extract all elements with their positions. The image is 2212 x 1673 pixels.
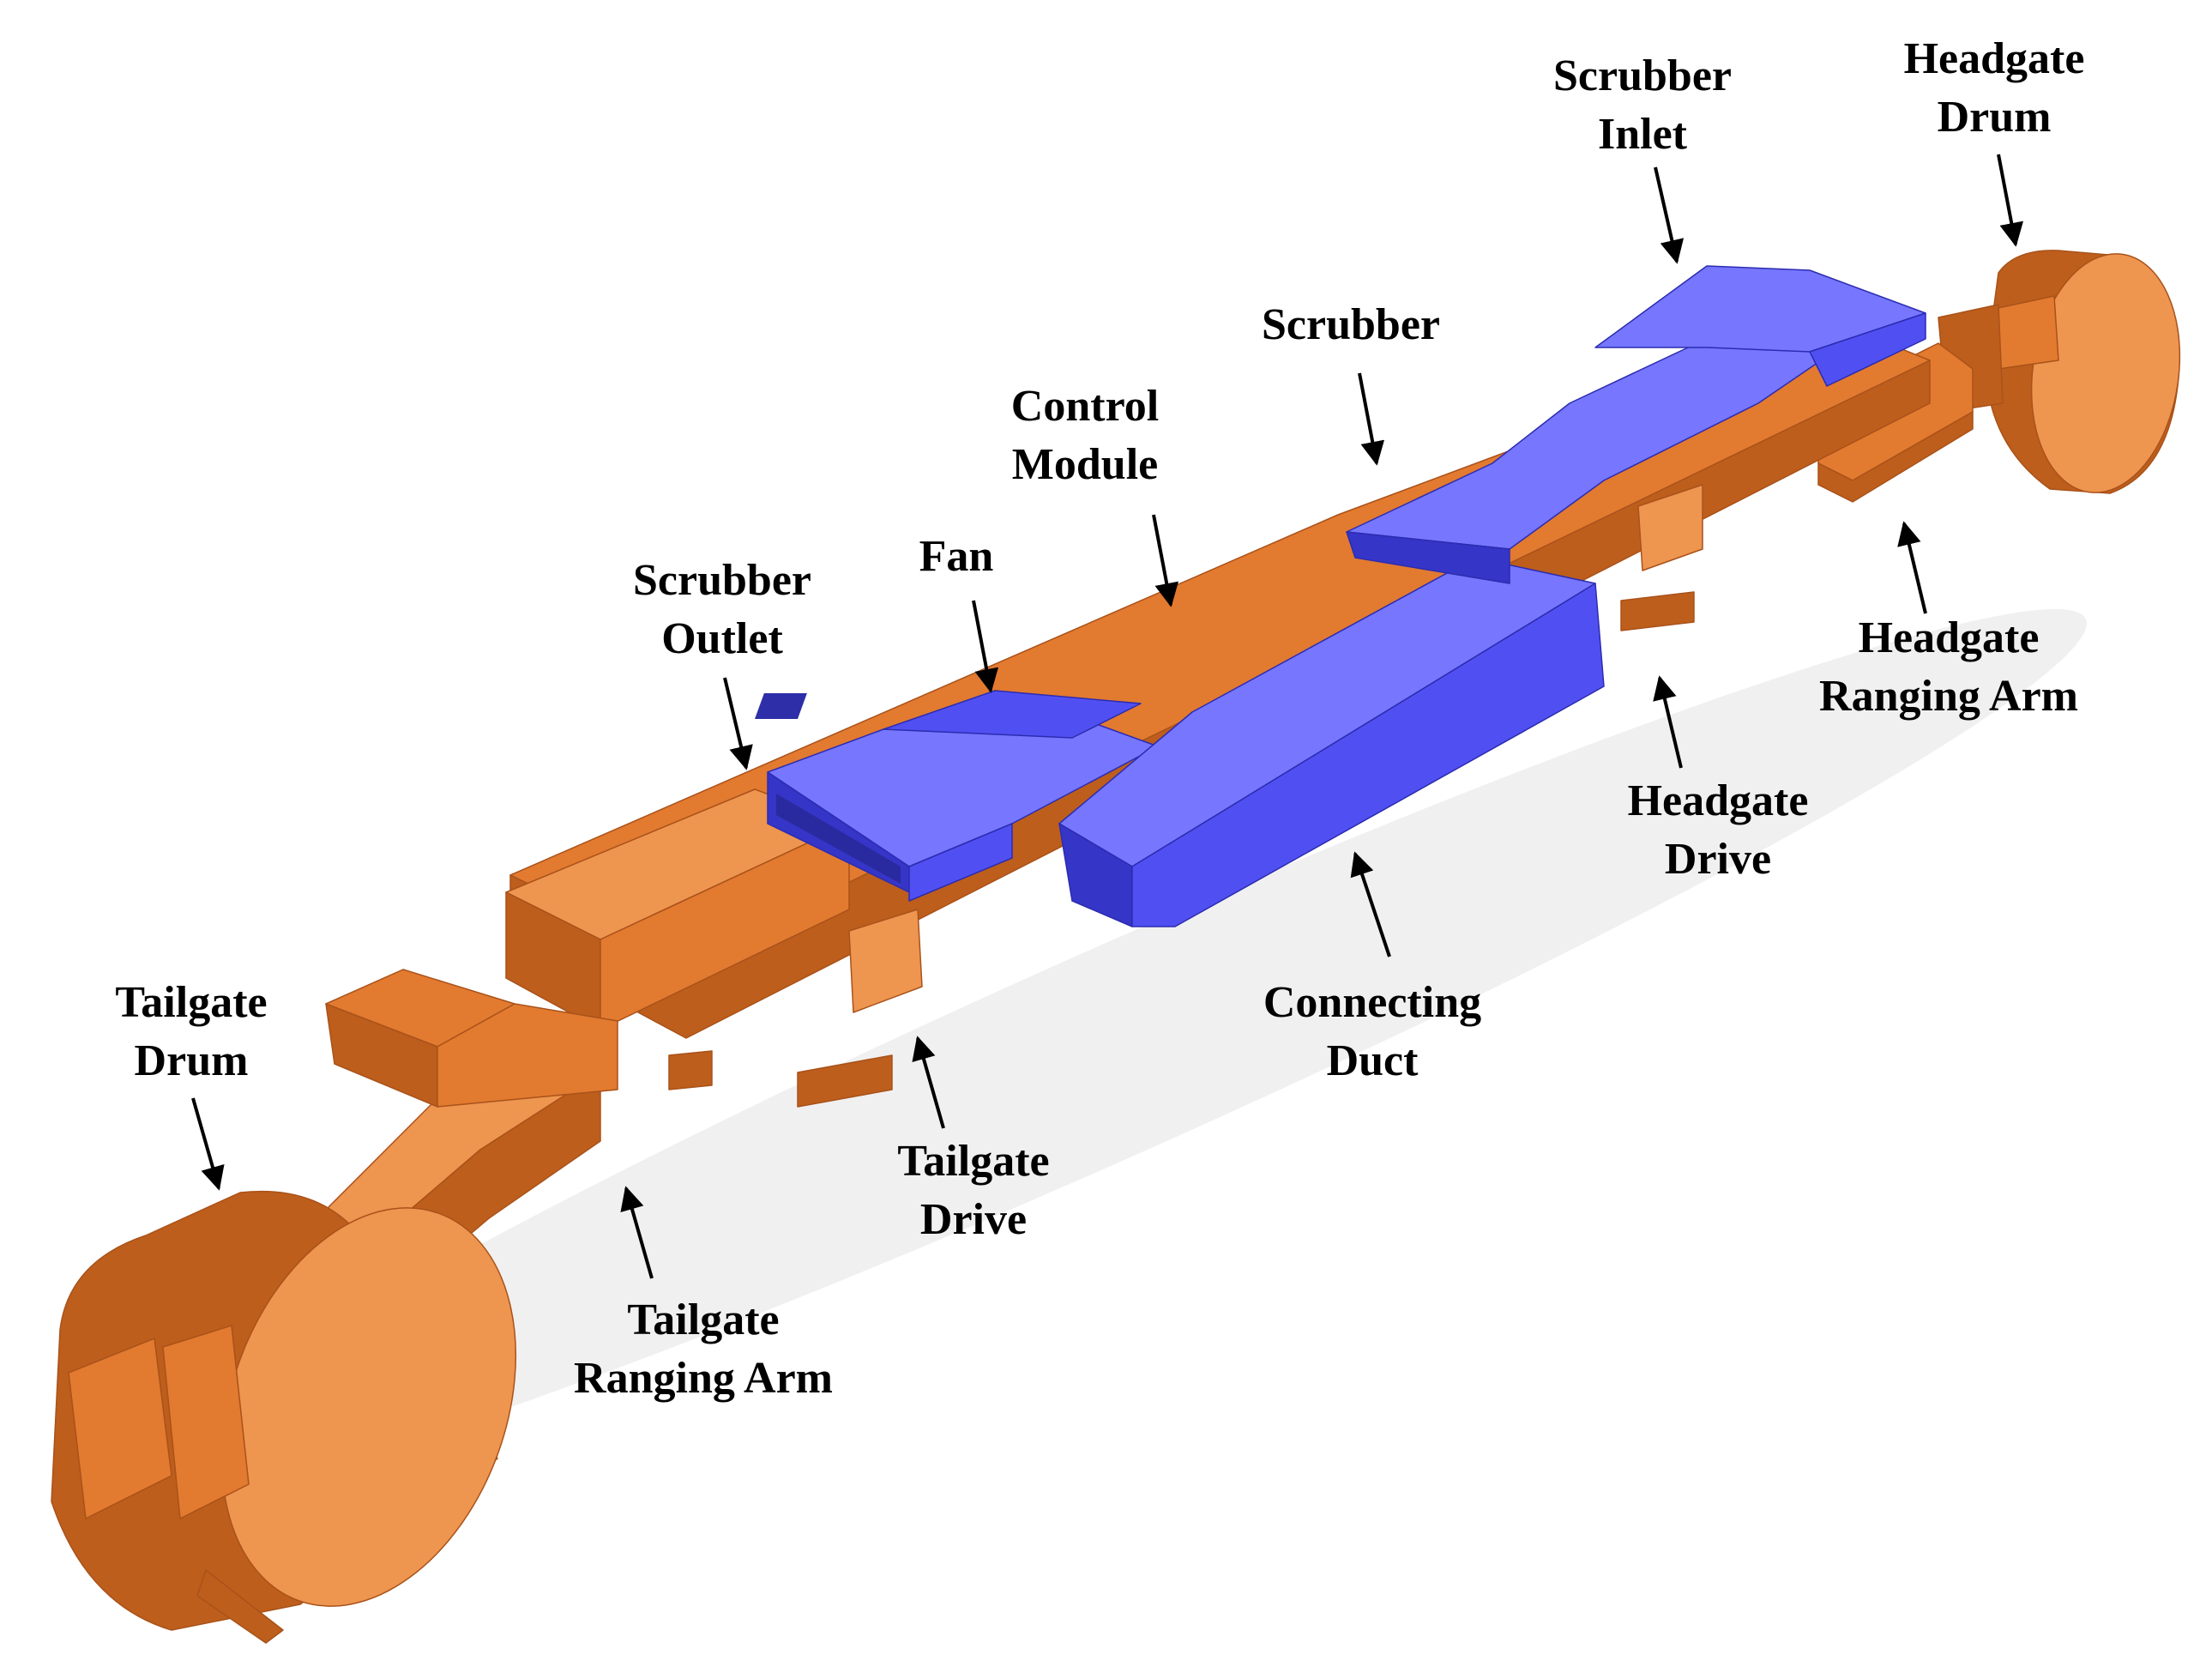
arrow-headgate-drive [1653,675,1683,769]
fan-opening [754,693,807,719]
arrow-scrubber-outlet [723,677,753,770]
arrow-scrubber-inlet [1654,166,1685,264]
headgate-ranging-arm-side [1817,411,1974,503]
scrubber-inlet-side [1809,312,1926,387]
leader-arrows [191,154,2024,1279]
scrubber-outlet-mouth [776,794,901,884]
tail-block-side [600,823,850,1030]
body-foot [668,1050,713,1090]
arrow-tailgate-drive [912,1036,945,1129]
tailgate-drive-lug [848,909,923,1013]
label-tailgate-ranging-arm: Tailgate Ranging Arm [574,1296,833,1403]
scrubber-outlet-side [908,823,1013,902]
label-tailgate-drum: Tailgate Drum [115,978,268,1085]
arrow-headgate-ranging-arm [1897,521,1927,614]
label-headgate-ranging-arm: Headgate Ranging Arm [1819,613,2078,721]
label-scrubber: Scrubber [1262,300,1440,349]
headgate-drive-foot [1620,591,1695,631]
tailgate-drum [51,1190,517,1644]
arrow-tailgate-drum [191,1097,225,1191]
label-scrubber-outlet: Scrubber Outlet [633,556,811,663]
label-connecting-duct: Connecting Duct [1263,978,1482,1085]
label-scrubber-inlet: Scrubber Inlet [1553,51,1732,159]
label-control-module: Control Module [1010,382,1160,489]
arrow-tailgate-ranging-arm [620,1186,654,1279]
connecting-duct-side [1131,583,1605,927]
arrow-fan [972,600,999,693]
scrubber-system [754,265,1926,927]
tailgate-drum-face [220,1207,517,1607]
arrow-scrubber [1358,372,1385,466]
headgate-drum-band [1993,295,2059,370]
label-headgate-drive: Headgate Drive [1627,776,1809,884]
label-headgate-drum: Headgate Drum [1903,34,2085,142]
ground-shadow [126,608,2087,1502]
arrow-headgate-drum [1997,154,2024,247]
tailgate-drum-scraper [196,1569,284,1644]
label-tailgate-drive: Tailgate Drive [897,1137,1050,1244]
headgate-drum [1938,250,2181,494]
label-fan: Fan [919,532,994,581]
fan-housing [883,690,1142,739]
arrow-connecting-duct [1350,851,1391,957]
tailgate-arm-box-side [437,1003,618,1108]
arrow-control-module [1152,514,1179,607]
headgate-drive-lug [1637,484,1703,571]
tailgate-drive-foot [797,1054,893,1108]
tailgate-drum-band [68,1338,172,1519]
tailgate-drum-band-2 [162,1325,250,1519]
scrubber-body-front [1346,531,1510,584]
